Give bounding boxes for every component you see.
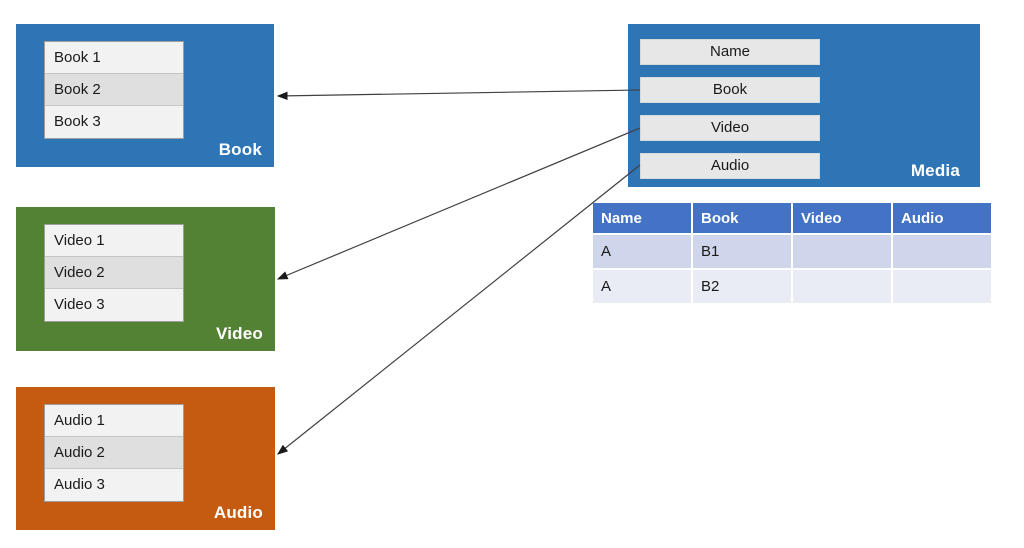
media-entity: Name Book Video Audio Media bbox=[628, 24, 980, 187]
video-entity-label: Video bbox=[216, 324, 263, 343]
audio-item: Audio 1 bbox=[45, 405, 183, 437]
media-field-book: Book bbox=[640, 77, 820, 103]
media-field-name: Name bbox=[640, 39, 820, 65]
book-item-list: Book 1 Book 2 Book 3 bbox=[44, 41, 184, 139]
table-header-name: Name bbox=[593, 203, 691, 233]
video-item: Video 1 bbox=[45, 225, 183, 257]
table-header-audio: Audio bbox=[893, 203, 991, 233]
video-entity: Video 1 Video 2 Video 3 Video bbox=[16, 207, 275, 351]
table-row: A B1 bbox=[593, 235, 991, 268]
table-header-video: Video bbox=[793, 203, 891, 233]
book-entity: Book 1 Book 2 Book 3 Book bbox=[16, 24, 274, 167]
audio-item: Audio 3 bbox=[54, 476, 105, 493]
video-item: Video 2 bbox=[45, 257, 183, 289]
table-row: A B2 bbox=[593, 270, 991, 303]
book-entity-label: Book bbox=[218, 140, 262, 159]
table-cell bbox=[793, 235, 891, 268]
media-field-video: Video bbox=[640, 115, 820, 141]
table-cell bbox=[893, 235, 991, 268]
arrow-media-audio bbox=[277, 164, 641, 455]
media-entity-label: Media bbox=[910, 161, 960, 180]
audio-item-list: Audio 1 Audio 2 Audio 3 bbox=[44, 404, 184, 502]
table-cell: A bbox=[593, 270, 691, 303]
arrow-media-video bbox=[276, 127, 641, 280]
book-item: Book 1 bbox=[45, 42, 183, 74]
book-item: Book 2 bbox=[45, 74, 183, 106]
video-item-list: Video 1 Video 2 Video 3 bbox=[44, 224, 184, 322]
media-field-audio: Audio bbox=[640, 153, 820, 179]
table-cell bbox=[893, 270, 991, 303]
book-item: Book 3 bbox=[54, 113, 101, 130]
media-result-table: Name Book Video Audio A B1 A B2 bbox=[591, 201, 993, 305]
table-header-row: Name Book Video Audio bbox=[593, 203, 991, 233]
audio-entity-label: Audio bbox=[213, 503, 263, 522]
table-cell bbox=[793, 270, 891, 303]
video-item: Video 3 bbox=[54, 296, 105, 313]
table-cell: A bbox=[593, 235, 691, 268]
audio-entity: Audio 1 Audio 2 Audio 3 Audio bbox=[16, 387, 275, 530]
table-cell: B2 bbox=[693, 270, 791, 303]
table-cell: B1 bbox=[693, 235, 791, 268]
audio-item: Audio 2 bbox=[45, 437, 183, 469]
table-header-book: Book bbox=[693, 203, 791, 233]
arrow-media-book bbox=[276, 89, 641, 101]
